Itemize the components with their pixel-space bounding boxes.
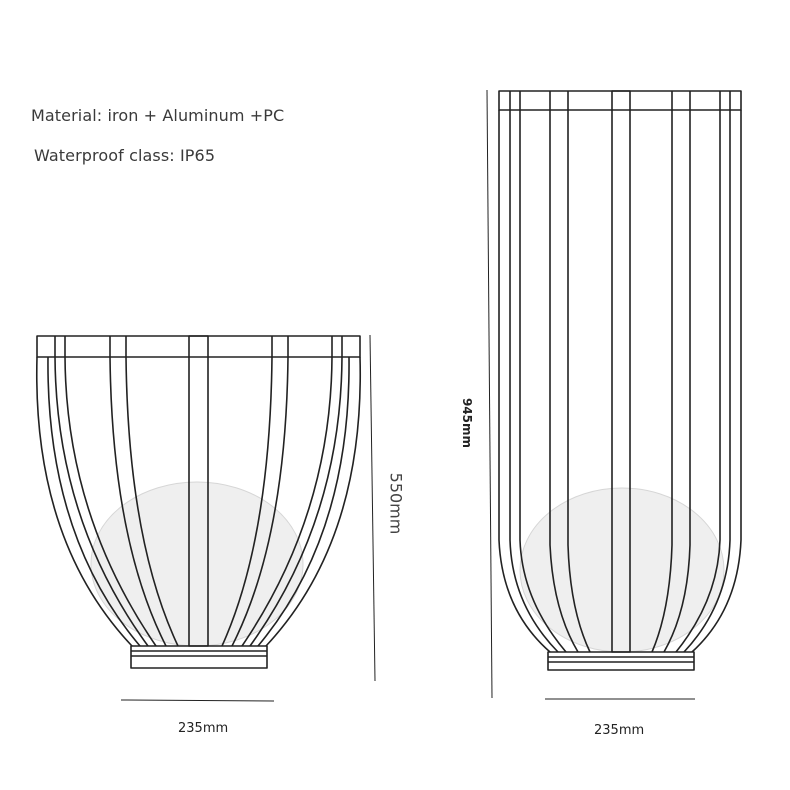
waterproof-spec: Waterproof class: IP65 [34, 146, 216, 165]
material-spec: Material: iron + Aluminum +PC [31, 106, 285, 125]
small-lamp-height-label: 550mm [386, 472, 406, 535]
small-lamp-rim [36, 335, 361, 358]
large-lamp-height-label: 945mm [460, 397, 474, 449]
large-lamp-base [547, 651, 695, 671]
small-lamp-diagram [35, 334, 376, 702]
large-lamp-rim [498, 90, 742, 111]
small-lamp-base [130, 645, 268, 669]
small-lamp-width-label: 235mm [178, 721, 229, 736]
large-lamp-width-label: 235mm [594, 723, 645, 738]
large-lamp-diagram [486, 89, 742, 700]
